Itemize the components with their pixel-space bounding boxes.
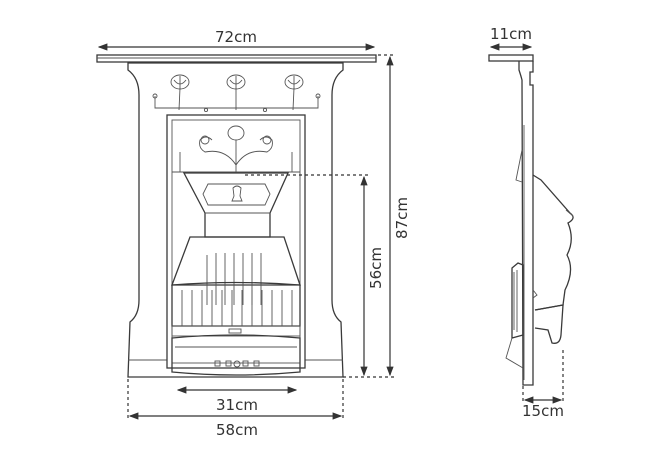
side-surround xyxy=(518,61,534,386)
shelf-width-label: 72cm xyxy=(215,28,257,46)
fireback xyxy=(171,236,301,286)
dimension-87cm: 87cm xyxy=(343,54,411,378)
shelf-depth-label: 11cm xyxy=(490,25,532,43)
surround xyxy=(127,62,344,378)
base-width-label: 58cm xyxy=(216,421,258,439)
dimension-15cm: 15cm xyxy=(522,350,564,420)
side-canopy-profile xyxy=(532,174,574,311)
dimension-56cm: 56cm xyxy=(245,174,385,377)
cast-iron-insert xyxy=(166,114,306,369)
base-depth-label: 15cm xyxy=(522,402,564,420)
front-view xyxy=(96,54,377,378)
opening-height-label: 56cm xyxy=(367,247,385,289)
side-grate-profile xyxy=(534,304,564,344)
dimension-11cm: 11cm xyxy=(489,25,533,51)
ash-pan xyxy=(171,334,301,376)
dimension-31cm: 31cm xyxy=(176,386,298,414)
total-height-label: 87cm xyxy=(393,197,411,239)
mantel-shelf xyxy=(96,54,377,63)
side-front-grate xyxy=(511,262,524,339)
fire-grate xyxy=(171,281,301,327)
side-view xyxy=(488,54,574,386)
keyhole-plate xyxy=(231,185,243,202)
canopy-panel xyxy=(202,183,271,206)
opening-width-label: 31cm xyxy=(216,396,258,414)
dimension-72cm: 72cm xyxy=(97,28,376,51)
insert-ornament xyxy=(172,125,300,173)
tulip-frieze xyxy=(152,74,321,113)
side-shelf xyxy=(488,54,534,62)
dimension-58cm: 58cm xyxy=(127,379,344,439)
